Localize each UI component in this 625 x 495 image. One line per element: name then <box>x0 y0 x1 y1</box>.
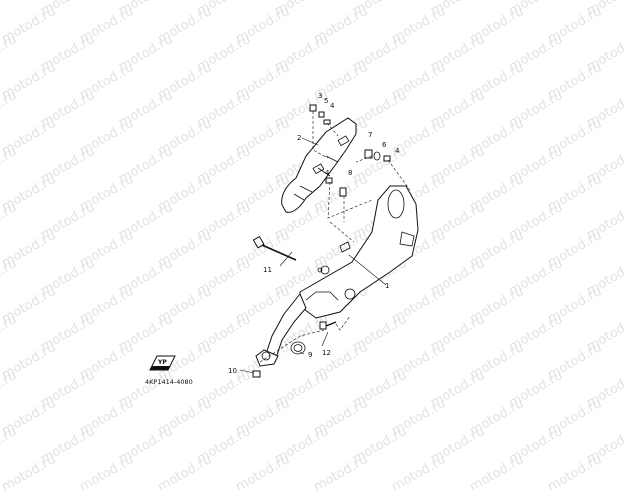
callout-12: 12 <box>322 349 331 357</box>
callout-labels: 1 2 3 4 4 4 5 6 7 8 9 10 11 12 <box>228 92 400 375</box>
leader-lines <box>239 137 387 374</box>
callout-10: 10 <box>228 367 237 375</box>
nut <box>252 370 261 378</box>
callout-4c: 4 <box>325 169 330 177</box>
exploded-parts-diagram: 1 2 3 4 4 4 5 6 7 8 9 10 11 12 YP 4KP141… <box>145 92 419 386</box>
callout-11: 11 <box>263 266 272 274</box>
bolt-12 <box>319 321 337 330</box>
assembly-lines <box>259 111 411 363</box>
heat-shield <box>281 117 357 213</box>
gasket <box>290 341 306 355</box>
long-bolt <box>252 235 297 261</box>
callout-7: 7 <box>368 131 372 139</box>
callout-3: 3 <box>318 92 322 100</box>
callout-2: 2 <box>297 134 301 142</box>
model-badge: YP <box>149 355 176 371</box>
part-code: 4KP1414-4080 <box>145 378 193 386</box>
callout-9: 9 <box>308 351 312 359</box>
callout-8: 8 <box>348 169 352 177</box>
badge-text: YP <box>157 359 167 366</box>
callout-1: 1 <box>385 282 389 290</box>
small-hardware <box>309 104 391 197</box>
callout-5: 5 <box>324 97 328 105</box>
exhaust-pipe <box>255 293 307 367</box>
muffler <box>299 185 419 319</box>
callout-6: 6 <box>382 141 387 149</box>
callout-4b: 4 <box>395 147 400 155</box>
callout-4a: 4 <box>330 102 335 110</box>
